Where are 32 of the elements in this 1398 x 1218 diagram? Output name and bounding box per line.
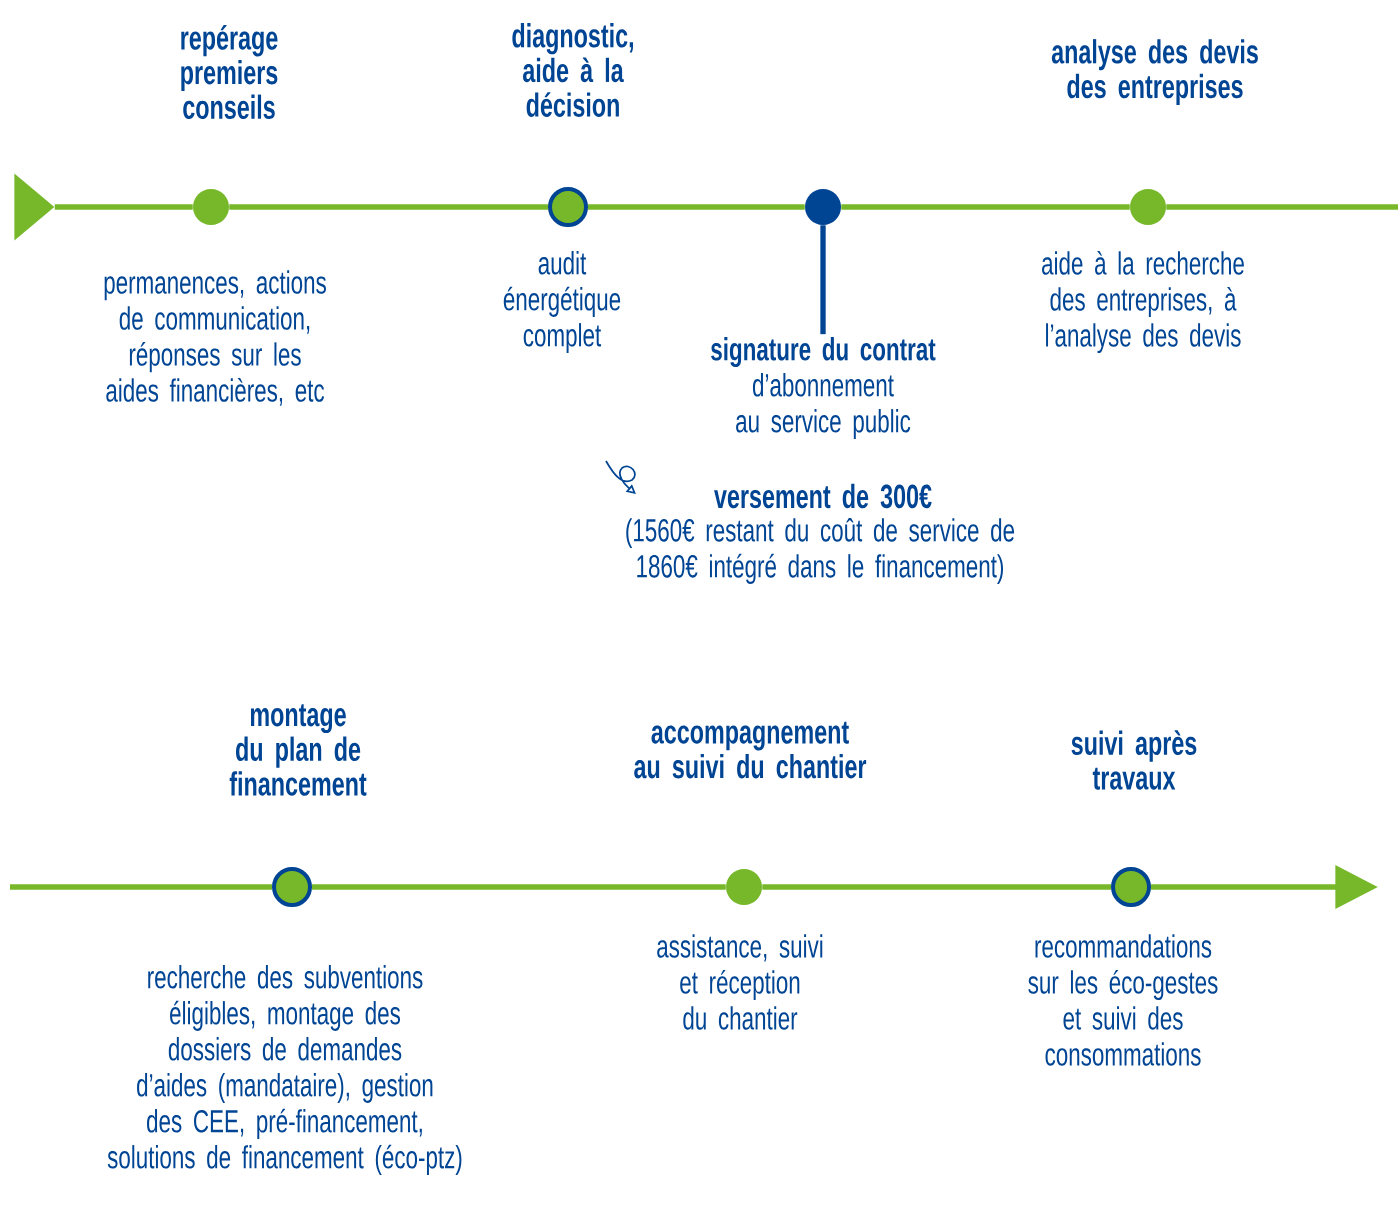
start-triangle <box>14 173 55 241</box>
milestone-title: montage du plan de financement <box>229 704 367 796</box>
milestone-description: assistance, suivi et réception du chantier <box>657 934 823 1030</box>
milestone-title: analyse des devis des entreprises <box>1051 39 1258 105</box>
timeline-line <box>229 204 548 210</box>
milestone-title: suivi après travaux <box>1071 730 1197 790</box>
timeline-line <box>841 204 1130 210</box>
milestone-title: repérage premiers conseils <box>181 24 278 120</box>
timeline-line <box>312 884 726 890</box>
milestone-description: permanences, actions de communication, réponses sur les aides financières, etc <box>104 270 326 406</box>
timeline-line <box>762 884 1111 890</box>
timeline-line <box>1166 204 1398 210</box>
milestone-dot <box>193 189 229 225</box>
milestone-dot <box>548 187 588 227</box>
milestone-description: audit énergétique complet <box>503 251 621 353</box>
milestone-dot <box>1130 189 1166 225</box>
timeline-line <box>54 204 193 210</box>
payment-note: (1560€ restant du coût de service de 1860€ intégré dans le financement) <box>626 518 1015 584</box>
timeline-line <box>10 884 272 890</box>
signature-text: signature du contrat d’abonnement au service public <box>711 337 936 439</box>
timeline-line <box>820 225 826 335</box>
milestone-dot <box>1111 867 1151 907</box>
milestone-dot <box>726 869 762 905</box>
milestone-description: recommandations sur les éco-gestes et suivi des consommations <box>1028 934 1218 1066</box>
milestone-dot <box>805 189 841 225</box>
milestone-description: aide à la recherche des entreprises, à l’analyse des devis <box>1042 250 1244 354</box>
payment-note: versement de 300€ <box>714 483 932 509</box>
milestone-title: accompagnement au suivi du chantier <box>634 721 867 779</box>
milestone-title: diagnostic, aide à la décision <box>512 23 634 117</box>
milestone-description: recherche des subventions éligibles, montage des dossiers de demandes d’aides (mandataire), gestion des CEE, pré-financement, solutions de financement (éco-ptz) <box>107 965 462 1175</box>
milestone-dot <box>272 867 312 907</box>
timeline-line <box>588 204 805 210</box>
